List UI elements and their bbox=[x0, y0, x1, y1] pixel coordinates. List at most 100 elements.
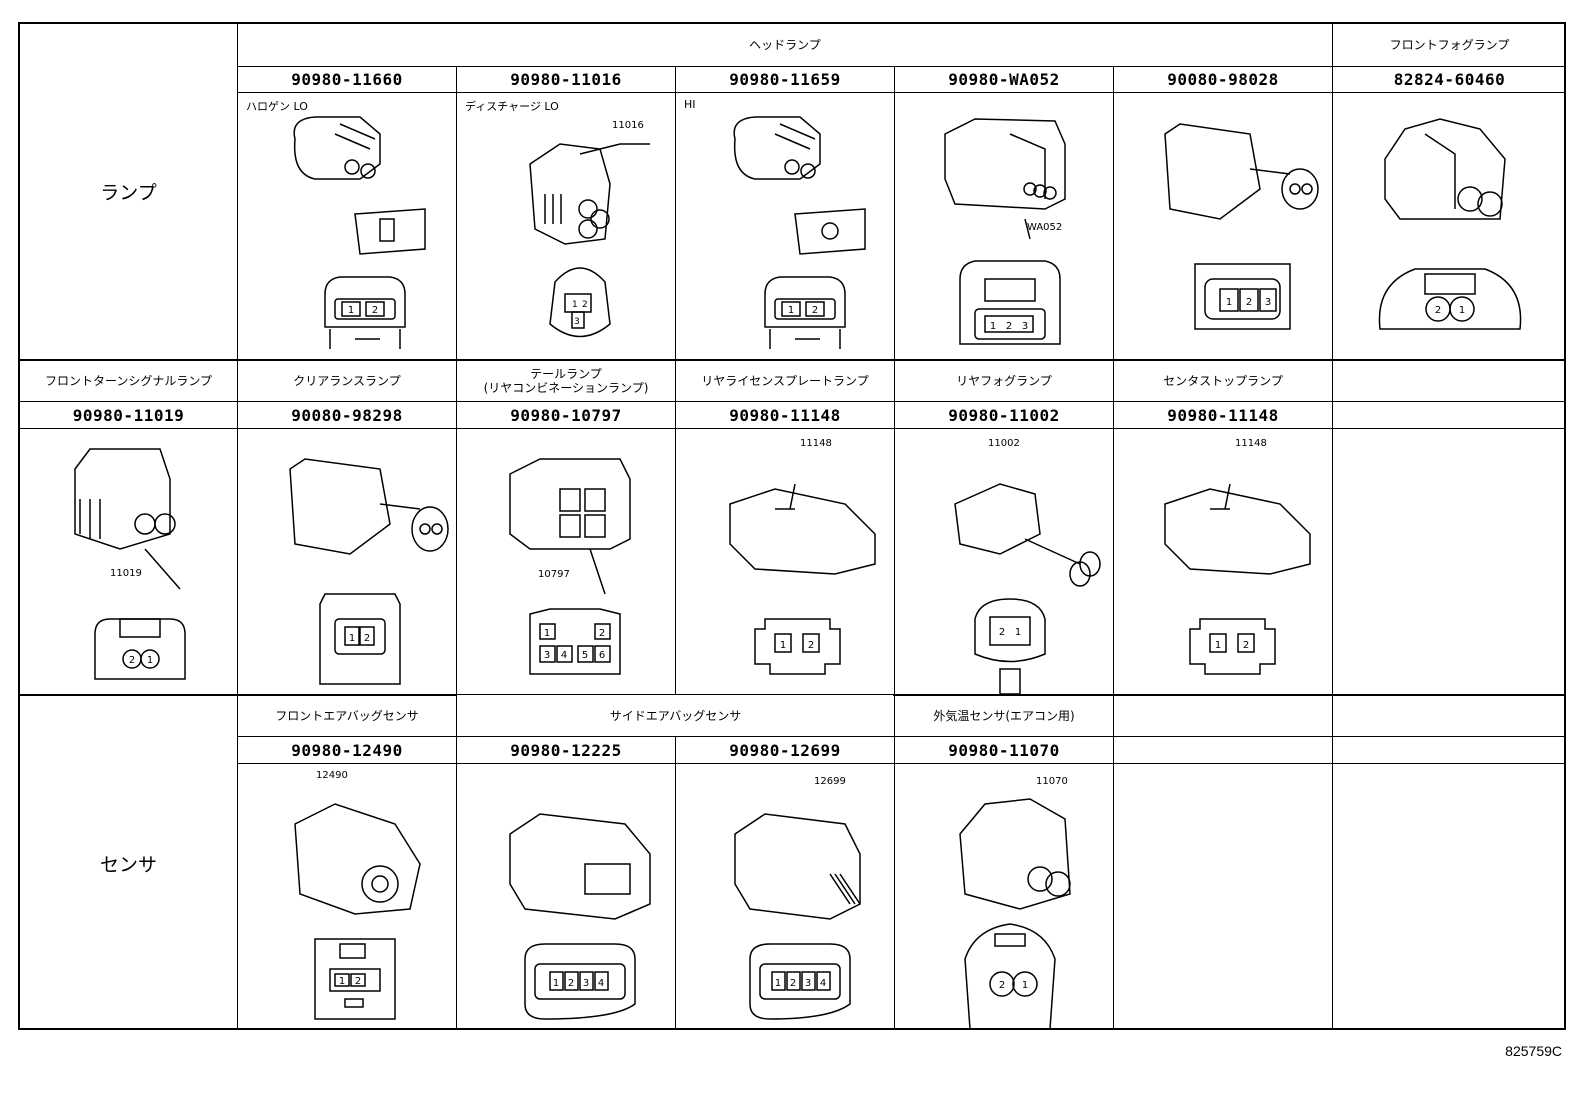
divider bbox=[675, 66, 676, 359]
divider bbox=[237, 92, 1564, 93]
part-number: 90980-11016 bbox=[510, 70, 622, 89]
svg-text:2: 2 bbox=[364, 633, 370, 644]
callout-label: 11070 bbox=[1036, 776, 1068, 787]
svg-text:2: 2 bbox=[1246, 297, 1252, 308]
divider bbox=[20, 359, 1564, 361]
header-span bbox=[238, 24, 1331, 66]
divider bbox=[456, 66, 457, 359]
category-front-fog: フロントフォグランプ bbox=[1389, 38, 1510, 52]
callout-label: 11016 bbox=[612, 120, 644, 131]
part-number: 90980-11002 bbox=[948, 405, 1060, 425]
category-side-airbag-sensor: サイドエアバッグセンサ bbox=[609, 709, 742, 723]
svg-text:1: 1 bbox=[553, 978, 559, 989]
svg-text:2: 2 bbox=[129, 655, 135, 666]
connector-drawing: 2 1 bbox=[74, 448, 186, 680]
svg-text:2: 2 bbox=[999, 980, 1005, 991]
svg-text:1: 1 bbox=[1022, 980, 1028, 991]
category-ambient-temp-sensor: 外気温センサ(エアコン用) bbox=[933, 709, 1075, 723]
category-front-turn-signal: フロントターンシグナルランプ bbox=[44, 374, 213, 388]
svg-text:1: 1 bbox=[544, 628, 550, 639]
svg-text:2: 2 bbox=[1435, 305, 1441, 316]
svg-text:1: 1 bbox=[339, 976, 345, 987]
connector-drawing: 2 1 bbox=[1378, 118, 1522, 330]
svg-text:1: 1 bbox=[572, 300, 578, 310]
part-number: 90980-12225 bbox=[510, 740, 622, 760]
callout-label: 11148 bbox=[1235, 438, 1267, 449]
connector-drawing: 1 2 bbox=[293, 116, 426, 349]
callout-label: 11002 bbox=[988, 438, 1020, 449]
svg-text:1: 1 bbox=[780, 640, 786, 651]
svg-text:1: 1 bbox=[349, 633, 355, 644]
svg-text:2: 2 bbox=[355, 976, 361, 987]
variant-label: ディスチャージ LO bbox=[465, 100, 559, 113]
variant-label: ハロゲン LO bbox=[246, 100, 308, 113]
svg-text:2: 2 bbox=[808, 640, 814, 651]
svg-text:3: 3 bbox=[1022, 321, 1028, 332]
callout-label: 12699 bbox=[814, 776, 846, 787]
divider bbox=[1113, 66, 1114, 359]
svg-text:4: 4 bbox=[598, 978, 604, 989]
svg-text:2: 2 bbox=[790, 978, 796, 989]
part-number: 90980-10797 bbox=[510, 405, 622, 425]
svg-text:1: 1 bbox=[788, 305, 794, 316]
connector-drawing: 1 2 bbox=[733, 116, 866, 349]
connector-drawing: 1 2 bbox=[1164, 483, 1311, 675]
connector-drawing: 1 2 3 4 5 6 bbox=[509, 458, 631, 675]
connector-drawing: 1 2 3 bbox=[1164, 123, 1319, 330]
category-rear-fog: リヤフォグランプ bbox=[956, 374, 1052, 388]
header-span bbox=[457, 695, 893, 736]
callout-label: WA052 bbox=[1027, 222, 1063, 233]
svg-text:6: 6 bbox=[599, 650, 605, 661]
divider bbox=[1332, 24, 1333, 1028]
figure-code: 825759C bbox=[1505, 1043, 1562, 1059]
part-number: 90980-11148 bbox=[729, 405, 841, 425]
connector-drawing: 2 1 bbox=[959, 798, 1071, 1029]
group-label-lamp: ランプ bbox=[100, 182, 157, 204]
part-number: 90980-11660 bbox=[291, 70, 403, 89]
part-number: 90980-11148 bbox=[1167, 405, 1279, 425]
part-number: 90080-98298 bbox=[291, 405, 403, 425]
divider bbox=[20, 428, 1564, 429]
callout-label: 11019 bbox=[110, 568, 142, 579]
svg-text:3: 3 bbox=[805, 978, 811, 989]
category-license-plate: リヤライセンスプレートランプ bbox=[701, 374, 869, 388]
svg-text:3: 3 bbox=[574, 317, 580, 327]
svg-text:1: 1 bbox=[1015, 627, 1021, 638]
category-front-airbag-sensor: フロントエアバッグセンサ bbox=[275, 709, 419, 723]
svg-text:3: 3 bbox=[544, 650, 550, 661]
divider bbox=[237, 24, 238, 1028]
svg-text:1: 1 bbox=[147, 655, 153, 666]
svg-text:2: 2 bbox=[812, 305, 818, 316]
connector-drawing: 1 2 3 4 bbox=[509, 813, 651, 1020]
part-number: 90980-12699 bbox=[729, 740, 841, 760]
category-clearance: クリアランスランプ bbox=[293, 374, 401, 388]
divider bbox=[237, 763, 1564, 764]
svg-text:2: 2 bbox=[599, 628, 605, 639]
divider bbox=[20, 401, 1564, 402]
category-tail: テールランプ (リヤコンビネーションランプ) bbox=[483, 367, 649, 395]
svg-text:1: 1 bbox=[1215, 640, 1221, 651]
callout-label: 10797 bbox=[538, 569, 570, 580]
part-number: 90980-11659 bbox=[729, 70, 841, 89]
svg-text:2: 2 bbox=[1006, 321, 1012, 332]
connector-drawing: 1 2 3 4 bbox=[734, 813, 861, 1020]
connector-drawing: 1 2 bbox=[294, 803, 421, 1020]
svg-text:4: 4 bbox=[561, 650, 567, 661]
svg-text:1: 1 bbox=[1459, 305, 1465, 316]
svg-text:3: 3 bbox=[583, 978, 589, 989]
category-headlamp: ヘッドランプ bbox=[749, 38, 821, 52]
part-number: 90980-WA052 bbox=[948, 70, 1060, 89]
connector-drawing: 1 2 3 bbox=[944, 118, 1066, 345]
category-center-stop: センタストップランプ bbox=[1163, 374, 1283, 388]
svg-text:2: 2 bbox=[1243, 640, 1249, 651]
connector-drawing: 1 2 bbox=[289, 458, 449, 685]
part-number: 82824-60460 bbox=[1393, 70, 1506, 89]
connector-drawing: 1 2 bbox=[729, 483, 876, 675]
divider bbox=[675, 736, 676, 1030]
part-number: 90980-11019 bbox=[72, 405, 185, 425]
svg-text:2: 2 bbox=[999, 627, 1005, 638]
svg-text:4: 4 bbox=[820, 978, 826, 989]
svg-text:2: 2 bbox=[372, 305, 378, 316]
svg-text:2: 2 bbox=[582, 300, 588, 310]
part-number: 90980-12490 bbox=[291, 740, 403, 760]
